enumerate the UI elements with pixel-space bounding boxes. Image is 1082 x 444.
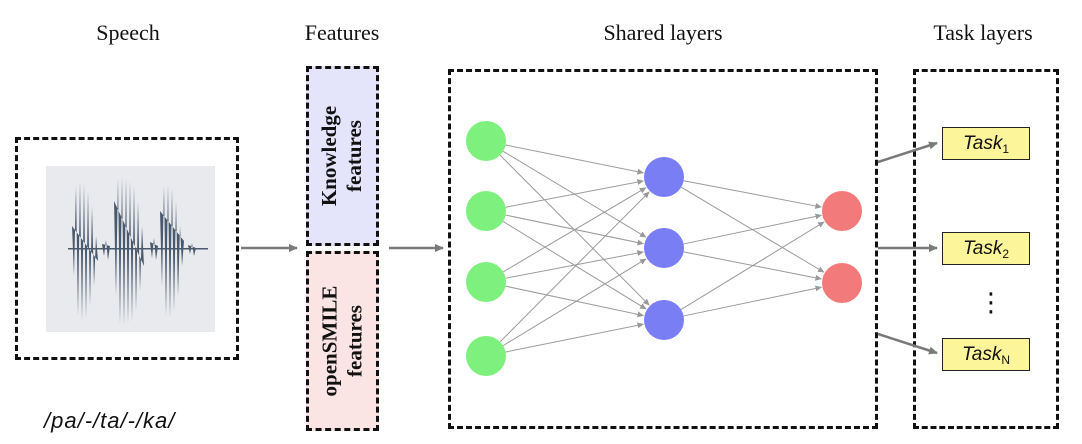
network-edges	[499, 144, 825, 353]
shared-layers-header: Shared layers	[603, 20, 723, 45]
network-edge	[505, 285, 644, 318]
input-node	[466, 262, 506, 302]
task-2-name: Task	[962, 237, 1003, 259]
task-N-sub: N	[1001, 352, 1011, 367]
task-ellipsis: ⋮	[978, 288, 1004, 318]
waveform-icon	[68, 176, 208, 326]
task-1-name: Task	[962, 132, 1003, 154]
hidden-node	[644, 157, 684, 197]
output-node	[822, 191, 862, 231]
hidden-node	[644, 228, 684, 268]
network-edge	[505, 179, 644, 208]
network-edge	[502, 187, 647, 273]
network-edge	[680, 221, 825, 310]
network-edge	[505, 144, 644, 175]
network-edge	[502, 258, 647, 347]
output-node	[822, 263, 862, 303]
network-edge	[499, 191, 650, 343]
features-header: Features	[304, 20, 380, 45]
opensmile-features-box: openSMILE features	[306, 251, 379, 431]
input-node	[466, 191, 506, 231]
knowledge-features-box: Knowledge features	[306, 66, 379, 246]
speech-box	[15, 137, 239, 360]
task-2-sub: 2	[1002, 246, 1010, 261]
task-N-name: Task	[961, 343, 1002, 365]
input-node	[466, 121, 506, 161]
task-layers-header: Task layers	[933, 20, 1033, 45]
shared-layers-box	[448, 69, 878, 429]
network-edge	[683, 213, 822, 245]
input-node	[466, 336, 506, 376]
network-edge	[683, 180, 822, 209]
hidden-node	[644, 300, 684, 340]
task-1-sub: 1	[1002, 141, 1010, 156]
arrow-to-taskN	[877, 332, 938, 355]
network-edge	[683, 285, 822, 317]
waveform-panel	[46, 166, 215, 332]
arrow-to-task1	[877, 141, 938, 164]
network-edge	[505, 322, 644, 353]
network-nodes	[466, 121, 862, 376]
speech-header: Speech	[96, 20, 160, 45]
phoneme-caption: /pa/-/ta/-/ka/	[44, 408, 176, 433]
network-edge	[505, 250, 644, 279]
